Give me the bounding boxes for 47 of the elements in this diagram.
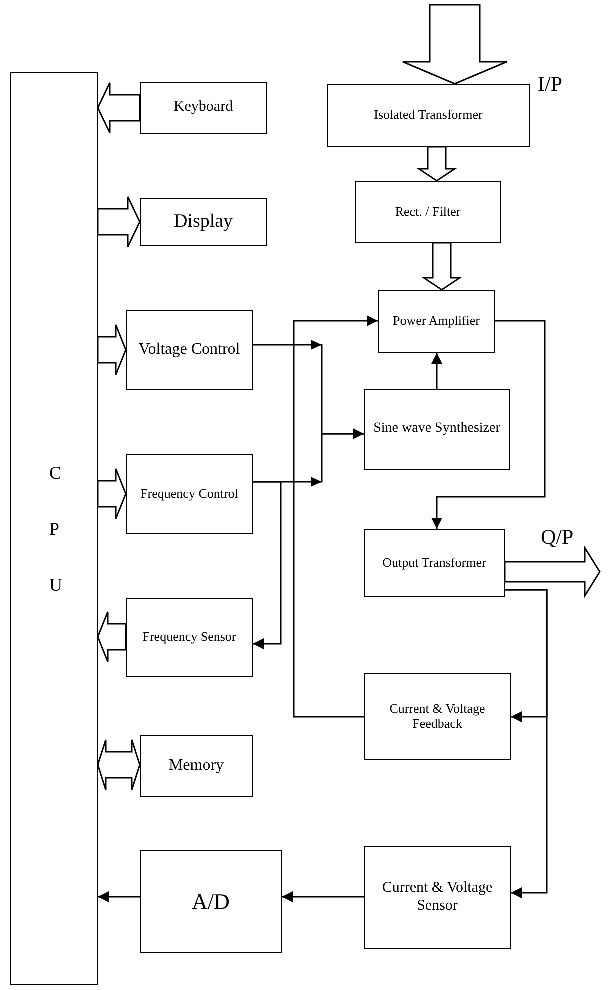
arrow	[98, 892, 140, 902]
block-label: Display	[174, 211, 234, 233]
block-arrow	[97, 82, 141, 134]
cpu-block	[10, 72, 98, 985]
arrow	[432, 320, 546, 529]
block-label: Voltage Control	[138, 340, 240, 360]
process-box	[140, 82, 267, 134]
process-box	[140, 735, 253, 797]
block-label: Memory	[168, 756, 224, 776]
block-label: A/D	[192, 888, 230, 914]
process-box	[364, 673, 511, 760]
process-box	[355, 181, 501, 243]
process-box	[126, 454, 253, 534]
process-box	[364, 846, 511, 949]
block-arrow	[97, 611, 127, 663]
arrow	[293, 316, 378, 718]
arrow	[505, 589, 548, 898]
process-box	[378, 290, 495, 353]
block-arrow	[402, 4, 508, 85]
block-arrow	[97, 739, 141, 791]
block-arrow	[416, 146, 458, 182]
arrow	[432, 353, 442, 389]
process-box	[140, 198, 267, 246]
block-label: Rect. / Filter	[395, 204, 461, 220]
block-label: Frequency Control	[140, 486, 238, 502]
block-label: Current & Voltage Sensor	[381, 880, 494, 915]
block-label: Keyboard	[174, 99, 234, 117]
arrow	[253, 481, 282, 650]
block-arrow	[97, 196, 141, 248]
block-arrow	[97, 468, 127, 520]
block-label: Output Transformer	[382, 556, 486, 570]
block-arrow	[97, 324, 127, 376]
process-box	[327, 84, 530, 147]
process-box	[126, 598, 253, 677]
arrow	[282, 892, 364, 902]
block-arrow	[504, 545, 601, 599]
process-box	[364, 529, 505, 597]
process-box	[140, 850, 282, 953]
process-box	[364, 389, 510, 470]
edge-label: Q/P	[540, 527, 575, 548]
process-box	[126, 310, 253, 390]
block-label: Sine wave Synthesizer	[374, 421, 500, 438]
block-label: Isolated Transformer	[374, 108, 483, 123]
block-arrow	[422, 242, 462, 291]
block-label: Power Amplifier	[392, 314, 480, 329]
block-label: Frequency Sensor	[142, 630, 236, 645]
block-label: Current & Voltage Feedback	[388, 702, 486, 732]
